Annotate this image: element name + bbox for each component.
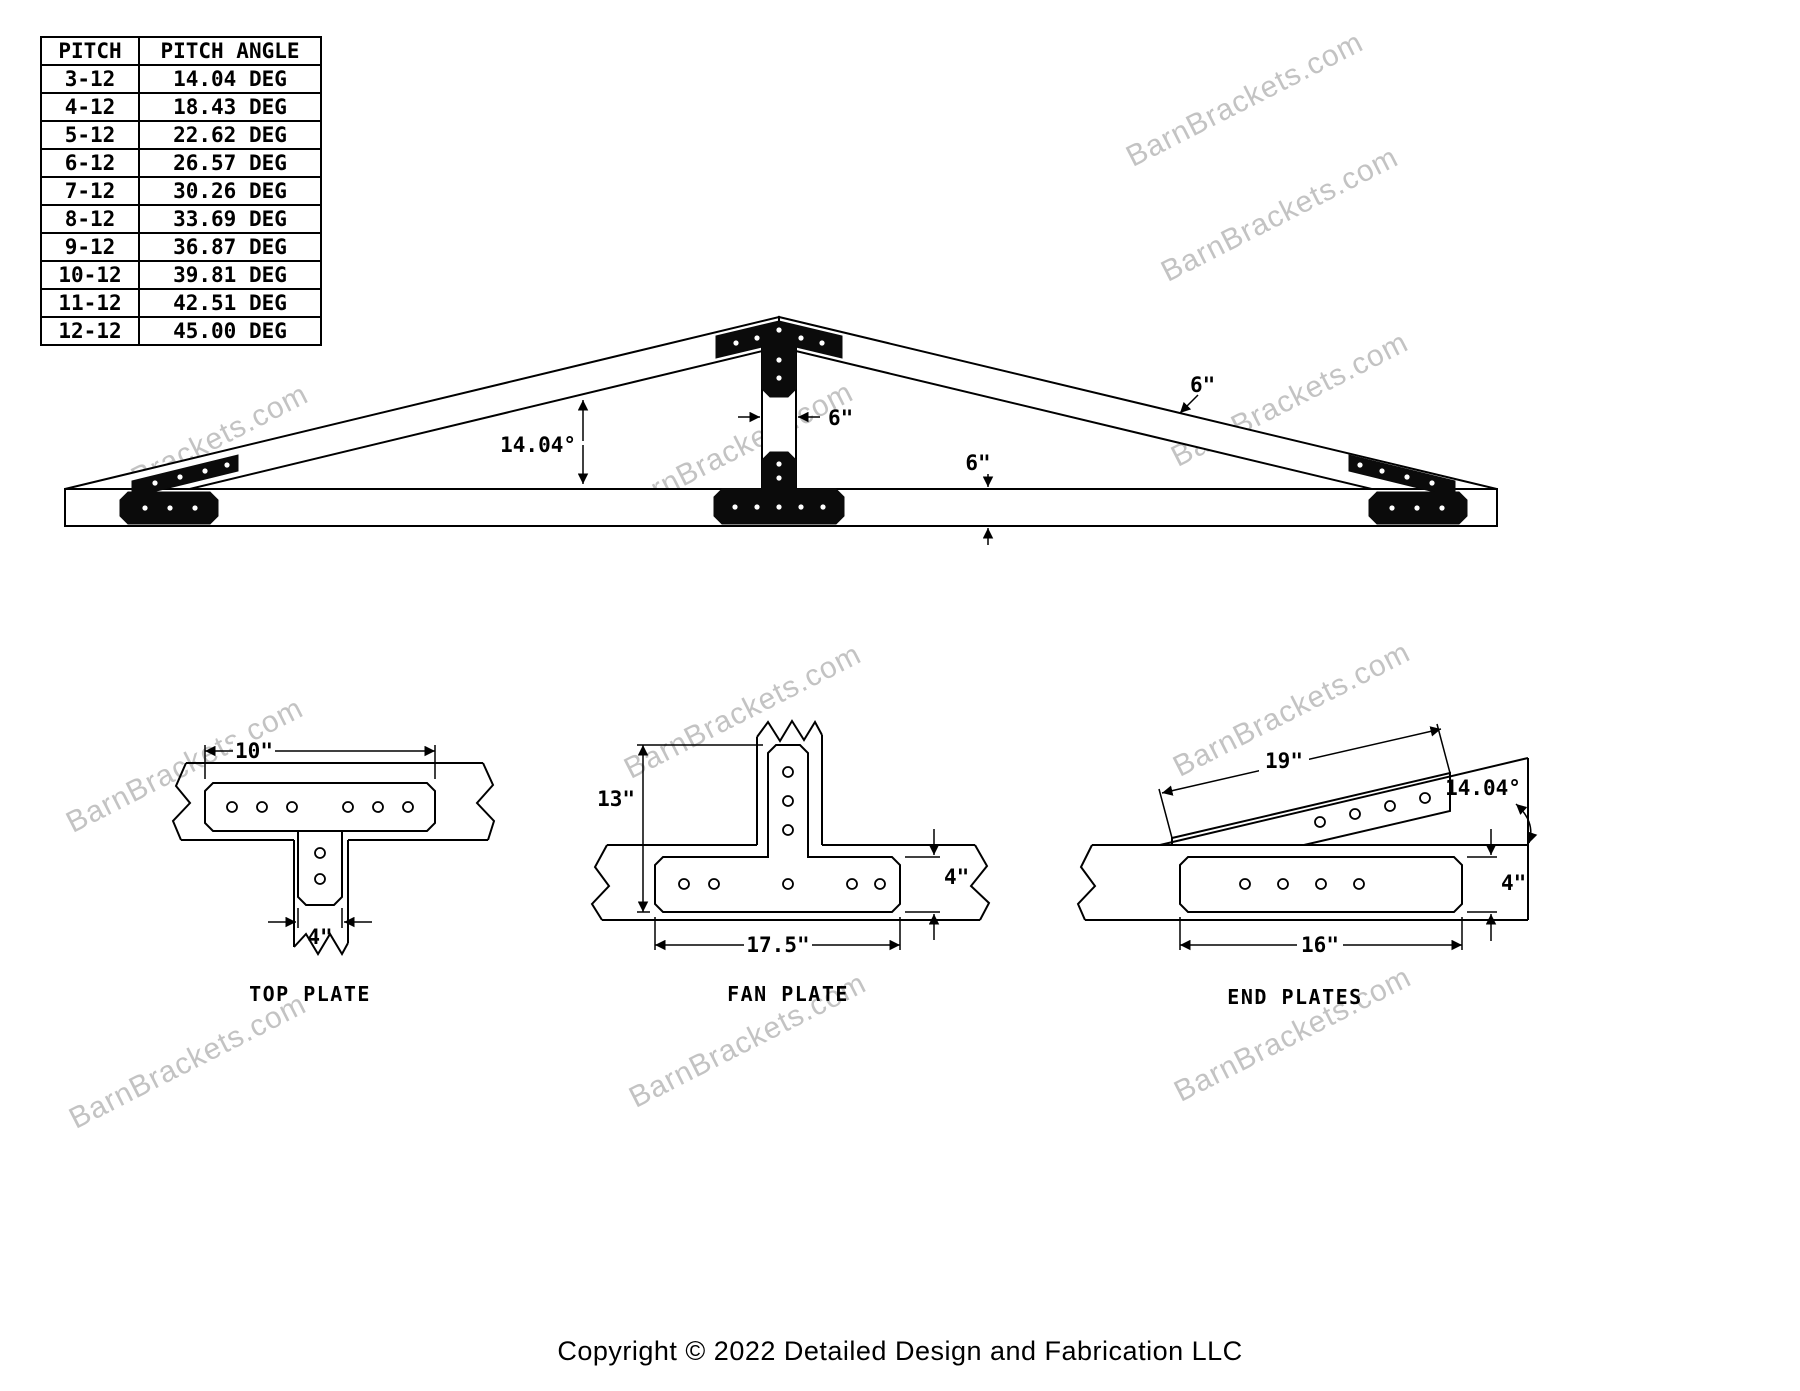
end-plate-angle-dim: 14.04° <box>1445 776 1538 844</box>
end-plate-bottom-length-dim: 16" <box>1179 917 1463 957</box>
center-fan-bracket <box>713 451 845 525</box>
pitch-cell: 10-12 <box>40 260 140 290</box>
end-plate-horizontal-outline <box>1179 856 1463 913</box>
pitch-cell: 9-12 <box>40 232 140 262</box>
fan-plate-outline <box>654 744 901 913</box>
pitch-cell: 4-12 <box>40 92 140 122</box>
end-plate-height-dim: 4" <box>1467 829 1526 941</box>
king-post-width-label: 6" <box>828 406 853 430</box>
pitch-cell: 8-12 <box>40 204 140 234</box>
top-plate-length-dim: 10" <box>204 739 436 779</box>
top-plate-length-label: 10" <box>235 739 273 763</box>
end-plate-height-label: 4" <box>1501 871 1526 895</box>
top-plate-leg-width-dim: 4" <box>268 908 372 949</box>
chord-depth-label: 6" <box>965 451 990 475</box>
break-line <box>293 932 349 957</box>
angle-cell: 18.43 DEG <box>138 92 322 122</box>
pitch-angle-header: PITCH ANGLE <box>138 36 322 66</box>
fan-plate-detail: 13" 4" 17.5" FAN PLATE <box>590 719 991 1006</box>
right-heel-bracket <box>1348 454 1468 525</box>
top-plate-detail: 10" 4" TOP PLATE <box>171 739 496 1006</box>
fan-plate-title: FAN PLATE <box>727 982 849 1006</box>
rafter-depth-label: 6" <box>1190 373 1215 397</box>
angle-cell: 45.00 DEG <box>138 316 322 346</box>
break-line <box>171 762 192 841</box>
left-heel-bracket <box>119 454 239 525</box>
pitch-angle-label: 14.04° <box>500 433 576 457</box>
chord-depth-dim: 6" <box>965 451 994 545</box>
top-plate-leg-width-label: 4" <box>307 925 332 949</box>
top-plate-leg-outline <box>297 831 343 906</box>
fan-plate-length-dim: 17.5" <box>654 917 901 957</box>
top-plate-outline <box>204 782 436 832</box>
break-line <box>756 719 823 743</box>
fan-plate-height-label: 13" <box>597 787 635 811</box>
angle-cell: 14.04 DEG <box>138 64 322 94</box>
end-plate-top-length-label: 19" <box>1265 749 1303 773</box>
angle-cell: 22.62 DEG <box>138 120 322 150</box>
copyright-text: Copyright © 2022 Detailed Design and Fab… <box>557 1336 1243 1366</box>
fan-plate-height-dim: 13" <box>597 744 763 913</box>
top-plate-title: TOP PLATE <box>249 982 371 1006</box>
angle-cell: 33.69 DEG <box>138 204 322 234</box>
break-line <box>475 762 496 841</box>
end-plates-detail: 19" 14.04° 4" 16" END PLATES <box>1076 723 1538 1009</box>
break-line <box>1076 844 1097 921</box>
end-plate-top-length-dim: 19" <box>1158 723 1451 839</box>
pitch-cell: 7-12 <box>40 176 140 206</box>
fan-plate-length-label: 17.5" <box>746 933 809 957</box>
pitch-header: PITCH <box>40 36 140 66</box>
angle-cell: 30.26 DEG <box>138 176 322 206</box>
break-line <box>590 844 611 921</box>
fan-plate-bar-height-label: 4" <box>944 865 969 889</box>
angle-cell: 39.81 DEG <box>138 260 322 290</box>
angle-cell: 42.51 DEG <box>138 288 322 318</box>
end-plate-bottom-length-label: 16" <box>1301 933 1339 957</box>
end-plates-title: END PLATES <box>1227 985 1362 1009</box>
pitch-angle-dim: 14.04° <box>500 400 589 484</box>
rafter-depth-dim: 6" <box>1179 373 1215 414</box>
rafter-top-edge <box>1159 757 1529 846</box>
end-plate-angle-label: 14.04° <box>1445 776 1521 800</box>
pitch-cell: 12-12 <box>40 316 140 346</box>
break-line <box>969 844 991 921</box>
pitch-cell: 5-12 <box>40 120 140 150</box>
peak-bracket <box>715 320 843 398</box>
angle-cell: 26.57 DEG <box>138 148 322 178</box>
pitch-cell: 11-12 <box>40 288 140 318</box>
truss-drawing: 6" 14.04° 6" 6" <box>64 315 1498 545</box>
pitch-cell: 3-12 <box>40 64 140 94</box>
pitch-table-header-row: PITCH PITCH ANGLE <box>40 36 322 66</box>
pitch-cell: 6-12 <box>40 148 140 178</box>
fan-plate-bar-height-dim: 4" <box>905 829 969 940</box>
king-post-width-dim: 6" <box>738 406 853 430</box>
angle-cell: 36.87 DEG <box>138 232 322 262</box>
